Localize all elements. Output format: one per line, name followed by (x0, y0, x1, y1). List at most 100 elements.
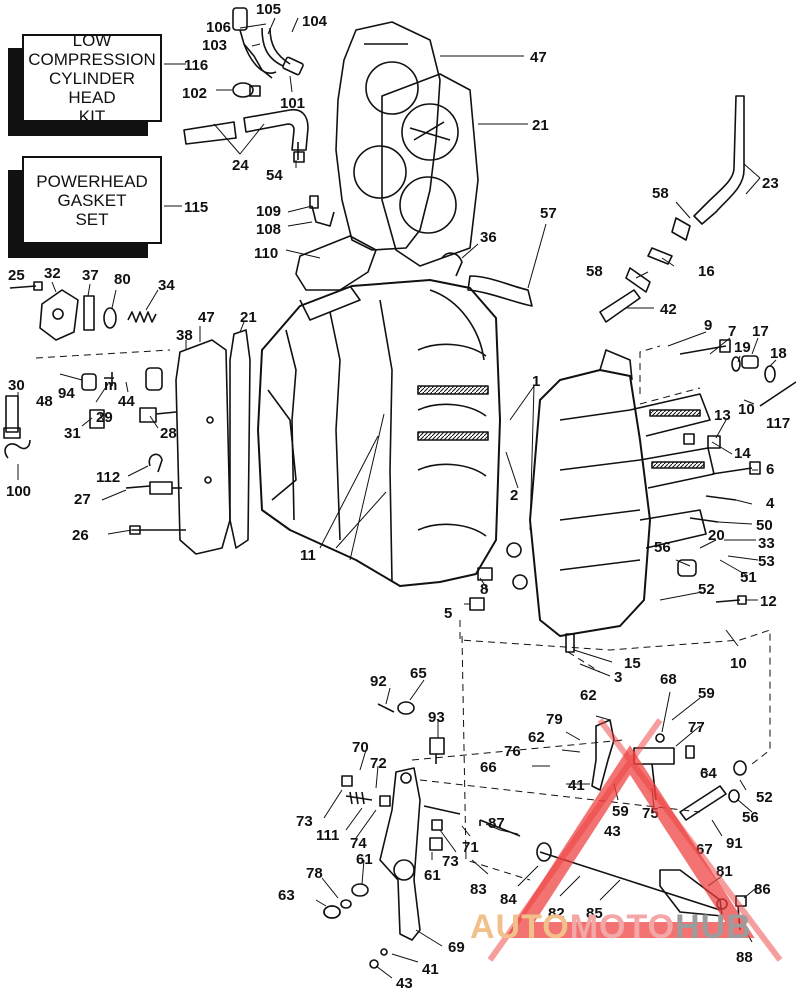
label-87: 87 (488, 815, 505, 832)
label-50: 50 (756, 517, 773, 534)
label-65: 65 (410, 665, 427, 682)
label-36: 36 (480, 229, 497, 246)
hose-23 (599, 95, 745, 323)
cylinder-head-gasket-top (381, 73, 479, 267)
label-108: 108 (256, 221, 281, 238)
label-5: 5 (444, 605, 452, 622)
label-74: 74 (350, 835, 367, 852)
label-104: 104 (302, 13, 328, 30)
pin-64-77 (655, 733, 695, 759)
thermostat-cover-110 (295, 195, 377, 291)
label-72: 72 (370, 755, 387, 772)
label-73-right: 73 (442, 853, 459, 870)
label-32: 32 (44, 265, 61, 282)
lever-69 (379, 767, 421, 941)
label-37: 37 (82, 267, 99, 284)
label-23: 23 (762, 175, 779, 192)
label-62-top: 62 (580, 687, 597, 704)
label-8: 8 (480, 581, 488, 598)
oring-80 (103, 307, 117, 329)
label-106: 106 (206, 19, 231, 36)
label-47-top: 47 (530, 49, 547, 66)
watermark-triangle-inner (487, 718, 783, 962)
label-79: 79 (546, 711, 563, 728)
label-93: 93 (428, 709, 445, 726)
oring-18 (764, 365, 776, 383)
label-105: 105 (256, 1, 281, 18)
part-labels: 106 105 104 103 102 101 116 115 47 21 24… (6, 1, 790, 992)
label-52: 52 (756, 789, 773, 806)
fitting-56 (677, 559, 697, 577)
plug-13-14 (683, 433, 721, 449)
label-59: 59 (612, 803, 629, 820)
label-61-top: 61 (356, 851, 373, 868)
label-70: 70 (352, 739, 369, 756)
label-47-side: 47 (198, 309, 215, 326)
label-4: 4 (766, 495, 775, 512)
label-14: 14 (734, 445, 751, 462)
label-56-bottom: 56 (742, 809, 759, 826)
bolt-6 (711, 461, 761, 475)
bolt-25 (9, 281, 43, 291)
spark-plug-27 (125, 481, 182, 495)
label-21-side: 21 (240, 309, 257, 326)
label-25: 25 (8, 267, 25, 284)
watermark-text: AUTOMOTOHUB (470, 908, 752, 947)
fitting-17 (741, 355, 759, 369)
pin-4 (705, 495, 737, 501)
label-10-mid: 10 (730, 655, 747, 672)
label-53: 53 (758, 553, 775, 570)
nut-102 (232, 82, 261, 98)
label-10-top: 10 (738, 401, 755, 418)
stud-15 (565, 633, 575, 653)
parts-41-43-bottom (369, 948, 388, 969)
label-34: 34 (158, 277, 175, 294)
washers-52-56 (728, 760, 747, 803)
label-48: 48 (36, 393, 53, 410)
bolt-26 (129, 525, 186, 535)
label-73-left: 73 (296, 813, 313, 830)
label-51: 51 (740, 569, 757, 586)
label-76: 76 (504, 743, 521, 760)
label-11: 11 (300, 547, 316, 564)
label-1: 1 (532, 373, 540, 390)
label-58-top: 58 (652, 185, 669, 202)
label-52-top: 52 (698, 581, 715, 598)
kit-box-115: POWERHEAD GASKET SET (22, 156, 162, 244)
label-29: 29 (96, 409, 113, 426)
nut-63 (323, 905, 341, 919)
label-68: 68 (660, 671, 677, 688)
label-31: 31 (64, 425, 81, 442)
cylinder-head-cover-top (335, 21, 441, 251)
watermark-moto: MOTO (569, 908, 676, 946)
label-101: 101 (280, 95, 305, 112)
label-57: 57 (540, 205, 557, 222)
label-85: 85 (586, 905, 603, 922)
label-116: 116 (184, 57, 208, 74)
label-80: 80 (114, 271, 131, 288)
label-20: 20 (708, 527, 725, 544)
label-38: 38 (176, 327, 193, 344)
label-92: 92 (370, 673, 387, 690)
label-59-top: 59 (698, 685, 715, 702)
label-27: 27 (74, 491, 91, 508)
label-110: 110 (254, 245, 278, 262)
discs-8 (506, 542, 528, 590)
label-102: 102 (182, 85, 207, 102)
bolt-54 (293, 142, 305, 163)
label-16: 16 (698, 263, 715, 280)
clamp-112 (148, 453, 163, 473)
watermark-hub: HUB (675, 908, 752, 946)
label-7: 7 (728, 323, 736, 340)
label-17: 17 (752, 323, 769, 340)
label-21-top: 21 (532, 117, 549, 134)
crankcase-block (257, 279, 501, 587)
label-100: 100 (6, 483, 31, 500)
rod-91 (679, 785, 727, 821)
label-64: 64 (700, 765, 717, 782)
hose-57 (441, 252, 533, 307)
label-86: 86 (754, 881, 771, 898)
label-63: 63 (278, 887, 295, 904)
label-26: 26 (72, 527, 89, 544)
